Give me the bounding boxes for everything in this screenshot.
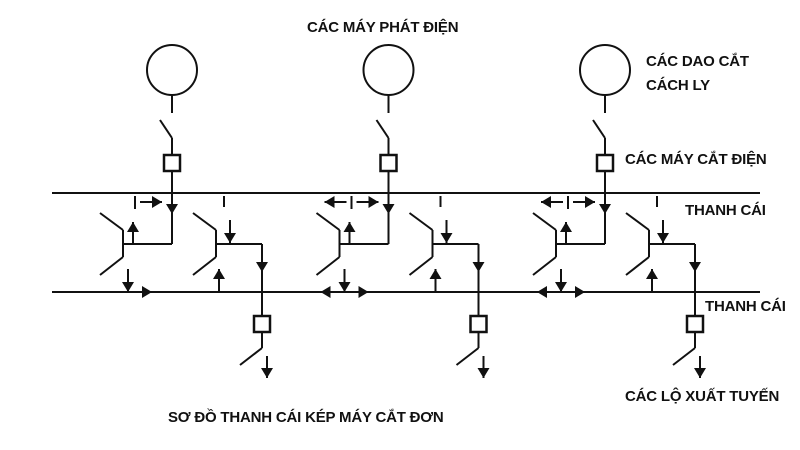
disconnectors-label-line1: CÁC DAO CẮT [646, 53, 749, 70]
unit-1-feeder-breaker-symbol [252, 314, 272, 334]
diagram-title: SƠ ĐỒ THANH CÁI KÉP MÁY CẮT ĐƠN [168, 409, 444, 426]
unit-2-bus1-right-arrow-head [368, 196, 379, 208]
unit-2-disconnector-blade [375, 119, 390, 139]
unit-1-feeder-out-arrow-head [261, 368, 273, 378]
unit-2-generator-symbol [362, 44, 415, 96]
unit-3-sel1-down-arrow-head [555, 282, 567, 292]
unit-2-feeder-disconnector-blade [455, 347, 480, 366]
unit-2-bus1-left-arrow-head [324, 196, 335, 208]
unit-3-sel2-up-arrow-head [646, 269, 658, 279]
unit-2-bus2-left-arrow-head [320, 286, 331, 298]
unit-2-sel1-up-arrow-head [343, 222, 356, 232]
unit-1-bus1-right-arrow-head [152, 196, 162, 208]
unit-2-feeder-out-arrow-head [477, 368, 490, 378]
unit-1-generator-symbol [146, 44, 198, 96]
unit-2-gen-arrow-head [382, 204, 395, 214]
unit-2-feeder-arrow-head [472, 262, 485, 272]
unit-3-feeder-breaker-symbol [685, 314, 705, 334]
unit-2-selector-1-blade-top [315, 212, 341, 231]
unit-3-sel2-down-arrow-head [657, 233, 669, 243]
unit-1-breaker-symbol [162, 153, 182, 173]
unit-2-sel2-up-arrow-head [429, 269, 442, 279]
unit-2-feeder-breaker-symbol [469, 314, 488, 334]
unit-1-selector-2-blade-bottom [192, 256, 217, 276]
unit-2-selector-2-blade-bottom [408, 256, 434, 276]
unit-2-selector-1-blade-bottom [315, 256, 341, 276]
feeders-label: CÁC LỘ XUẤT TUYẾN [625, 388, 780, 405]
unit-3-selector-2-blade-top [625, 212, 650, 231]
unit-1-selector-2-blade-top [192, 212, 217, 231]
unit-3-generator-symbol [579, 44, 631, 96]
unit-2-sel2-down-arrow-head [440, 233, 453, 243]
unit-3-bus2-right-arrow-head [575, 286, 585, 298]
unit-3-gen-arrow-head [599, 204, 611, 214]
unit-1-sel2-up-arrow-head [213, 269, 225, 279]
unit-3-selector-1-blade-bottom [532, 256, 557, 276]
unit-1-feeder-arrow-head [256, 262, 268, 272]
unit-3-bus1-right-arrow-head [585, 196, 595, 208]
unit-1-feeder-disconnector-blade [239, 347, 263, 366]
unit-3-sel1-up-arrow-head [560, 222, 572, 232]
breakers-label: CÁC MÁY CẮT ĐIỆN [625, 151, 767, 168]
generators-label: CÁC MÁY PHÁT ĐIỆN [307, 19, 459, 36]
unit-1-disconnector-blade [159, 119, 173, 139]
unit-2-bus2-right-arrow-head [358, 286, 369, 298]
unit-3-feeder-out-arrow-head [694, 368, 706, 378]
unit-2-sel1-down-arrow-head [338, 282, 351, 292]
unit-1-sel1-down-arrow-head [122, 282, 134, 292]
unit-2-selector-2-blade-top [408, 212, 434, 231]
unit-1-bus2-right-arrow-head [142, 286, 152, 298]
unit-3-bus2-left-arrow-head [537, 286, 547, 298]
unit-3-disconnector-blade [592, 119, 606, 139]
busbar-1-label: THANH CÁI [685, 202, 766, 219]
unit-1-sel2-down-arrow-head [224, 233, 236, 243]
unit-3-bus1-left-arrow-head [541, 196, 551, 208]
unit-3-feeder-disconnector-blade [672, 347, 696, 366]
unit-1-gen-arrow-head [166, 204, 178, 214]
unit-2-breaker-symbol [379, 153, 398, 173]
unit-3-selector-2-blade-bottom [625, 256, 650, 276]
unit-1-sel1-up-arrow-head [127, 222, 139, 232]
unit-3-breaker-symbol [595, 153, 615, 173]
unit-1-selector-1-blade-top [99, 212, 124, 231]
unit-3-selector-1-blade-top [532, 212, 557, 231]
disconnectors-label-line2: CÁCH LY [646, 77, 710, 94]
unit-3-feeder-arrow-head [689, 262, 701, 272]
unit-1-selector-1-blade-bottom [99, 256, 124, 276]
busbar-2-label: THANH CÁI [705, 298, 786, 315]
